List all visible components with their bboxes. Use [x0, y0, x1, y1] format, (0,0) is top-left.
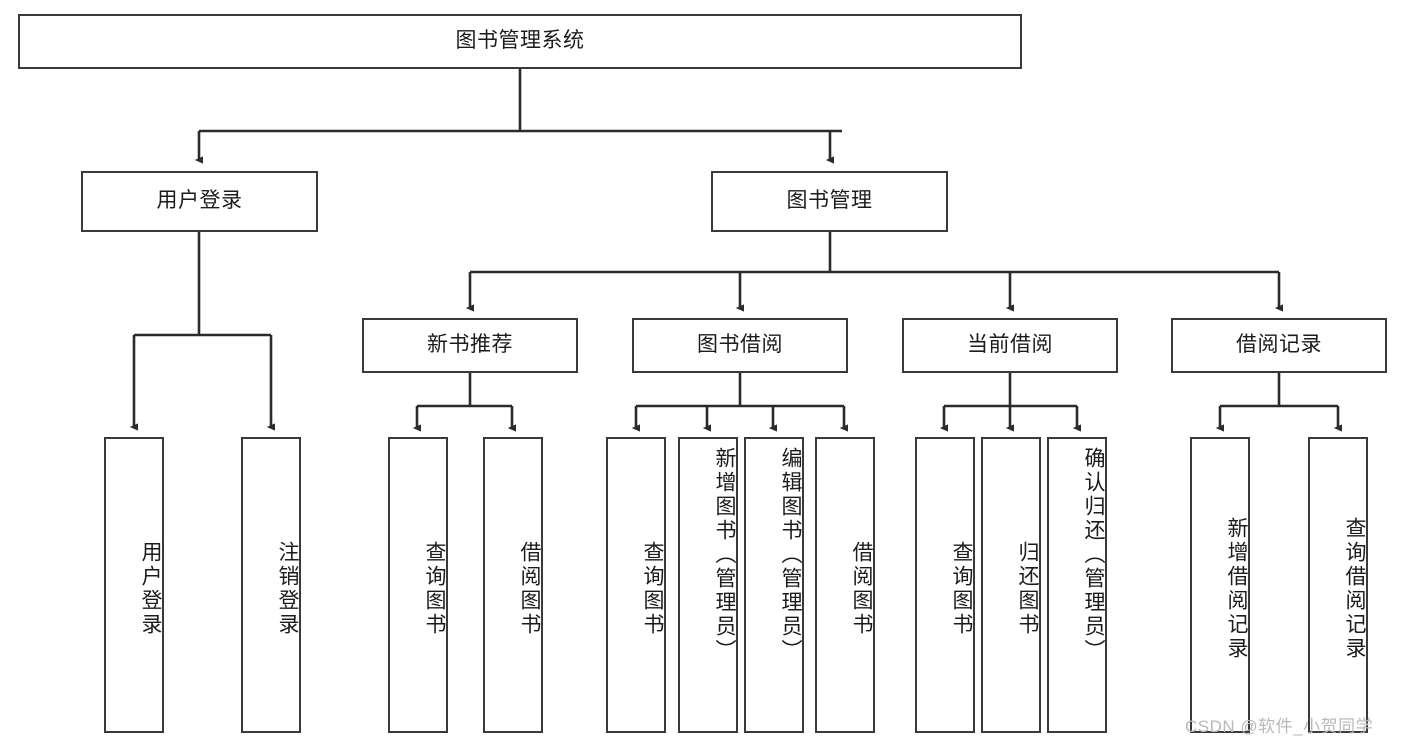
leaf-borrow-lend-book[interactable]: 借阅图书 — [815, 437, 875, 733]
node-new-book-recommend[interactable]: 新书推荐 — [362, 318, 578, 373]
leaf-record-add[interactable]: 新增借阅记录 — [1190, 437, 1250, 733]
leaf-borrow-lend-book-label: 借阅图书 — [850, 541, 873, 637]
leaf-current-confirm-return-label: 确认归还（管理员） — [1082, 447, 1105, 663]
node-book-management[interactable]: 图书管理 — [711, 171, 948, 232]
leaf-record-query-label: 查询借阅记录 — [1343, 517, 1366, 661]
leaf-newbook-query[interactable]: 查询图书 — [388, 437, 448, 733]
leaf-borrow-add-book-label: 新增图书（管理员） — [713, 447, 736, 663]
leaf-newbook-borrow-label: 借阅图书 — [518, 541, 541, 637]
leaf-record-query[interactable]: 查询借阅记录 — [1308, 437, 1368, 733]
node-borrow-record[interactable]: 借阅记录 — [1171, 318, 1387, 373]
node-current-borrow-label: 当前借阅 — [967, 333, 1053, 357]
leaf-current-query[interactable]: 查询图书 — [915, 437, 975, 733]
node-current-borrow[interactable]: 当前借阅 — [902, 318, 1118, 373]
csdn-watermark: CSDN @软件_小贺同学 — [1185, 717, 1374, 736]
leaf-record-add-label: 新增借阅记录 — [1225, 517, 1248, 661]
leaf-user-login[interactable]: 用户登录 — [104, 437, 164, 733]
leaf-newbook-borrow[interactable]: 借阅图书 — [483, 437, 543, 733]
leaf-borrow-edit-book-label: 编辑图书（管理员） — [779, 447, 802, 663]
leaf-current-confirm-return[interactable]: 确认归还（管理员） — [1047, 437, 1107, 733]
node-user-login[interactable]: 用户登录 — [81, 171, 318, 232]
leaf-user-logout-label: 注销登录 — [276, 541, 299, 637]
leaf-borrow-add-book[interactable]: 新增图书（管理员） — [678, 437, 738, 733]
leaf-user-login-label: 用户登录 — [139, 541, 162, 637]
node-new-book-recommend-label: 新书推荐 — [427, 333, 513, 357]
node-book-borrow[interactable]: 图书借阅 — [632, 318, 848, 373]
leaf-user-logout[interactable]: 注销登录 — [241, 437, 301, 733]
leaf-borrow-query-label: 查询图书 — [641, 541, 664, 637]
leaf-borrow-query[interactable]: 查询图书 — [606, 437, 666, 733]
leaf-newbook-query-label: 查询图书 — [423, 541, 446, 637]
node-root-label: 图书管理系统 — [455, 29, 585, 53]
leaf-current-return[interactable]: 归还图书 — [981, 437, 1041, 733]
leaf-borrow-edit-book[interactable]: 编辑图书（管理员） — [744, 437, 804, 733]
node-borrow-record-label: 借阅记录 — [1236, 333, 1322, 357]
node-book-borrow-label: 图书借阅 — [697, 333, 783, 357]
node-book-management-label: 图书管理 — [786, 189, 873, 213]
leaf-current-return-label: 归还图书 — [1016, 541, 1039, 637]
node-root[interactable]: 图书管理系统 — [18, 14, 1022, 69]
node-user-login-label: 用户登录 — [156, 189, 243, 213]
leaf-current-query-label: 查询图书 — [950, 541, 973, 637]
